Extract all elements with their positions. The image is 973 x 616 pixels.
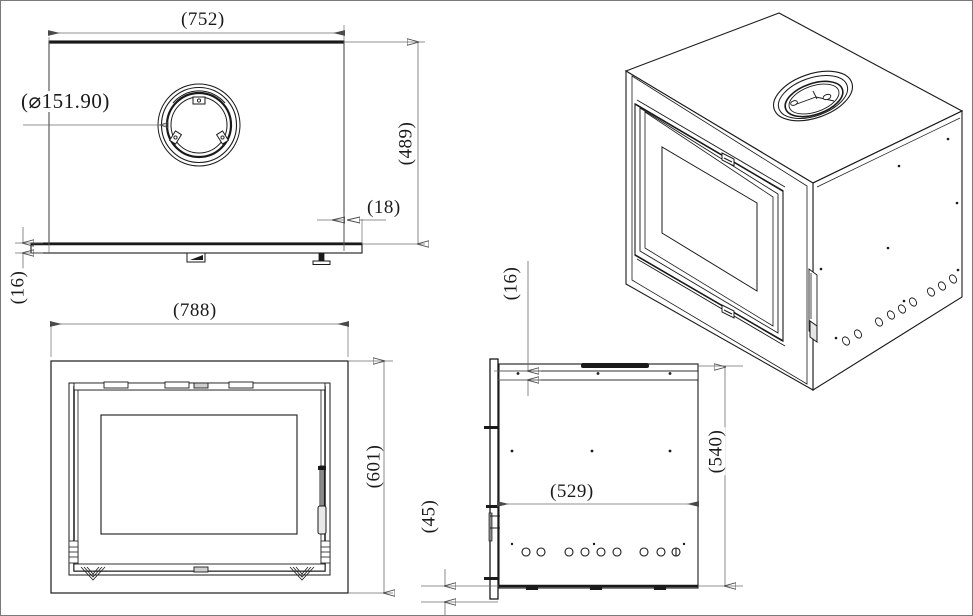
flue-collar [157,83,241,167]
dim-label-flue-diameter: (⌀151.90) [19,89,112,113]
side-foot-1 [526,587,538,590]
dim-label-529: (529) [548,481,596,502]
side-dot-a [510,542,514,546]
view-rear [15,25,425,269]
view-isometric [624,12,964,391]
side-mid-dot-2 [590,449,594,453]
side-handle-bracket [484,426,500,580]
iso-dot-4 [886,246,890,250]
door-handle[interactable] [317,465,327,535]
side-mid-dot-3 [668,449,672,453]
iso-dot-2 [956,268,960,272]
iso-top-seam [812,110,963,184]
hinge-right [320,540,331,564]
side-top-hole-1 [516,372,520,375]
iso-dot-8 [946,137,950,141]
view-side [421,261,743,615]
side-top-hole-2 [596,372,600,375]
dim-label-788: (788) [171,300,219,321]
mounting-foot-right [312,252,331,265]
side-front-flange [489,358,499,600]
door-top-bar [73,381,326,391]
side-dot-c [682,542,686,546]
dim-label-540: (540) [705,427,727,476]
iso-side-vent-holes [841,274,958,346]
iso-door-top-rail2 [636,99,786,188]
front-foot-right [289,566,315,581]
iso-door-frame-3 [644,111,774,327]
flue-tab-left [168,130,183,145]
side-top-panel [498,370,699,381]
iso-door-bottom-rail [634,254,784,342]
side-top-hole-3 [668,372,672,375]
dim-diameter-arrow [158,121,169,129]
dim-label-752: (752) [179,9,227,30]
iso-door-bottom-rail2 [636,258,786,347]
dim-label-16-side: (16) [500,264,522,303]
flue-tab-top [192,96,206,105]
dim-label-16-base: (16) [7,268,29,307]
side-mid-dot-1 [510,449,514,453]
iso-dot-5 [955,201,959,205]
door-bottom-bar [73,563,326,573]
flue-tab-right [215,130,230,145]
iso-glass-panel [661,146,758,292]
dim-label-489: (489) [395,119,417,168]
iso-door-catch-top [721,152,735,167]
mounting-foot-center [186,252,206,263]
view-front [50,321,393,593]
door-glass-panel [100,414,298,535]
iso-top-seam-2 [816,117,961,188]
iso-flue-collar [773,70,853,122]
iso-door-top-rail [634,103,784,192]
iso-dot-1 [902,299,906,303]
iso-door-handle[interactable] [808,268,818,343]
side-foot-3 [654,587,666,590]
dim-label-45: (45) [418,497,440,536]
iso-door-catch-bottom [721,304,735,319]
hinge-left [68,540,79,564]
iso-dot-7 [897,164,901,168]
side-dot-b [592,542,596,546]
front-foot-left [80,566,106,581]
side-foot-2 [590,587,602,590]
side-top-flue-boss [581,363,649,368]
dim-label-601: (601) [363,442,385,491]
iso-dot-6 [819,267,823,271]
dim-label-18: (18) [365,197,403,218]
iso-dot-3 [834,336,838,340]
iso-front-frame-inner [631,75,808,385]
